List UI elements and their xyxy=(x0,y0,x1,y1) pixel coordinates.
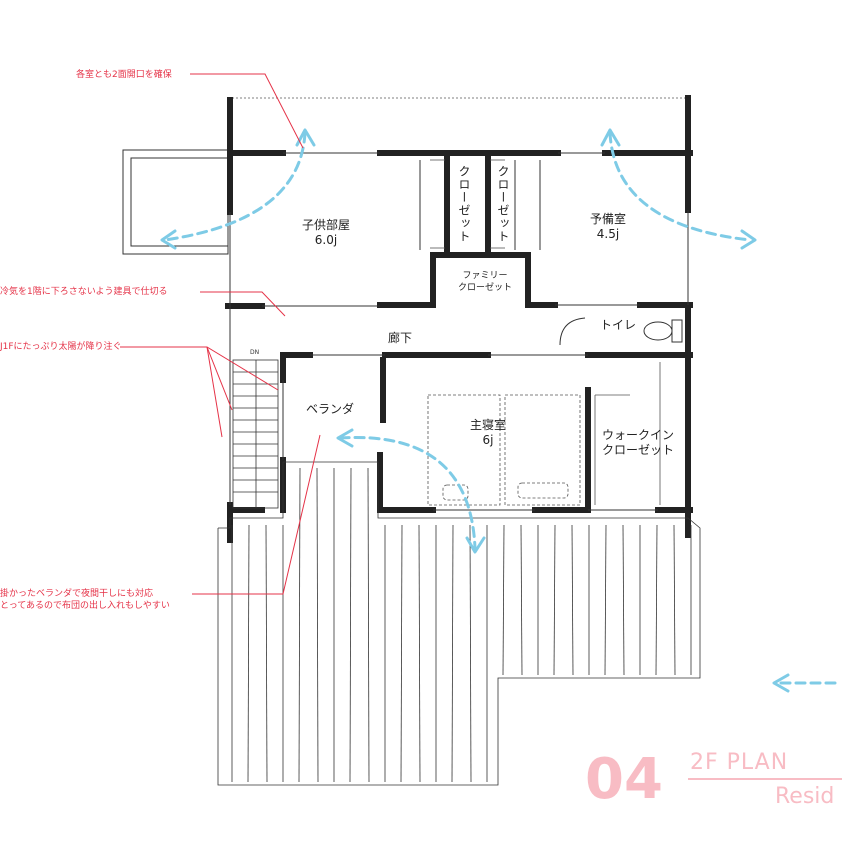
deck-board xyxy=(400,524,403,783)
deck-board xyxy=(469,524,472,783)
beds xyxy=(427,394,581,506)
plan-subtitle: Resid xyxy=(775,784,835,809)
plan-title: 2F PLAN xyxy=(690,750,789,775)
walk-in-closet-label: ウォークイン クローゼット xyxy=(602,428,674,458)
kids-room-size: 6.0j xyxy=(314,233,338,247)
stairs xyxy=(232,359,279,509)
deck-board xyxy=(316,467,319,783)
walk-in-closet-line2: クローゼット xyxy=(602,443,675,457)
title-rule xyxy=(688,778,842,780)
note-sunlight: J1Fにたっぷり太陽が降り注ぐ xyxy=(0,342,122,352)
deck-board xyxy=(502,524,505,676)
toilet-fixture xyxy=(559,317,683,346)
veranda-deck xyxy=(217,461,701,786)
spare-room-size: 4.5j xyxy=(596,227,620,241)
page-number: 04 xyxy=(585,747,663,812)
walk-in-closet-line1: ウォークイン xyxy=(602,428,675,442)
annotation-leaders xyxy=(120,73,321,595)
family-closet-line1: ファミリー xyxy=(462,271,508,281)
spare-room-name: 予備室 xyxy=(590,212,627,226)
kids-room-label: 子供部屋 6.0j xyxy=(302,218,350,248)
deck-board xyxy=(247,524,250,783)
deck-board xyxy=(520,524,523,676)
note-veranda-line1: 掛かったベランダで夜間干しにも対応 xyxy=(0,589,154,599)
deck-board xyxy=(418,524,421,783)
note-two-openings: 各室とも2面開口を確保 xyxy=(76,70,172,80)
deck-board xyxy=(655,524,658,676)
family-closet-line2: クローゼット xyxy=(458,283,513,293)
deck-board xyxy=(367,467,370,783)
hallway-label: 廊下 xyxy=(388,331,413,345)
deck-board xyxy=(349,467,352,783)
deck-outline xyxy=(217,461,701,786)
note-veranda-line2: とってあるので布団の出し入れもしやすい xyxy=(0,601,170,611)
toilet-label: トイレ xyxy=(600,318,637,332)
closet-right-label: クローゼット xyxy=(496,165,510,243)
kids-room-name: 子供部屋 xyxy=(302,218,351,232)
stair-dn-label: DN xyxy=(250,349,260,356)
deck-board xyxy=(298,467,301,783)
deck-board xyxy=(451,524,454,783)
deck-board xyxy=(265,524,268,783)
closet-left-label: クローゼット xyxy=(457,165,471,243)
deck-board xyxy=(622,524,625,676)
closet-details xyxy=(430,159,661,505)
deck-board xyxy=(553,524,556,676)
master-bedroom-label: 主寝室 6j xyxy=(470,418,506,448)
note-cold-air: 冷気を1階に下ろさないよう建具で仕切る xyxy=(0,287,168,297)
spare-room-label: 予備室 4.5j xyxy=(590,212,626,242)
family-closet-label: ファミリー クローゼット xyxy=(458,270,512,294)
deck-board xyxy=(673,524,676,676)
master-bedroom-size: 6j xyxy=(482,433,494,447)
master-bedroom-name: 主寝室 xyxy=(470,418,507,432)
note-veranda: 掛かったベランダで夜間干しにも対応 とってあるので布団の出し入れもしやすい xyxy=(0,588,170,612)
deck-board xyxy=(571,524,574,676)
deck-board xyxy=(604,524,607,676)
airflow-arrowheads xyxy=(160,128,790,693)
airflow-arrows xyxy=(163,131,837,685)
veranda-label: ベランダ xyxy=(306,402,355,416)
